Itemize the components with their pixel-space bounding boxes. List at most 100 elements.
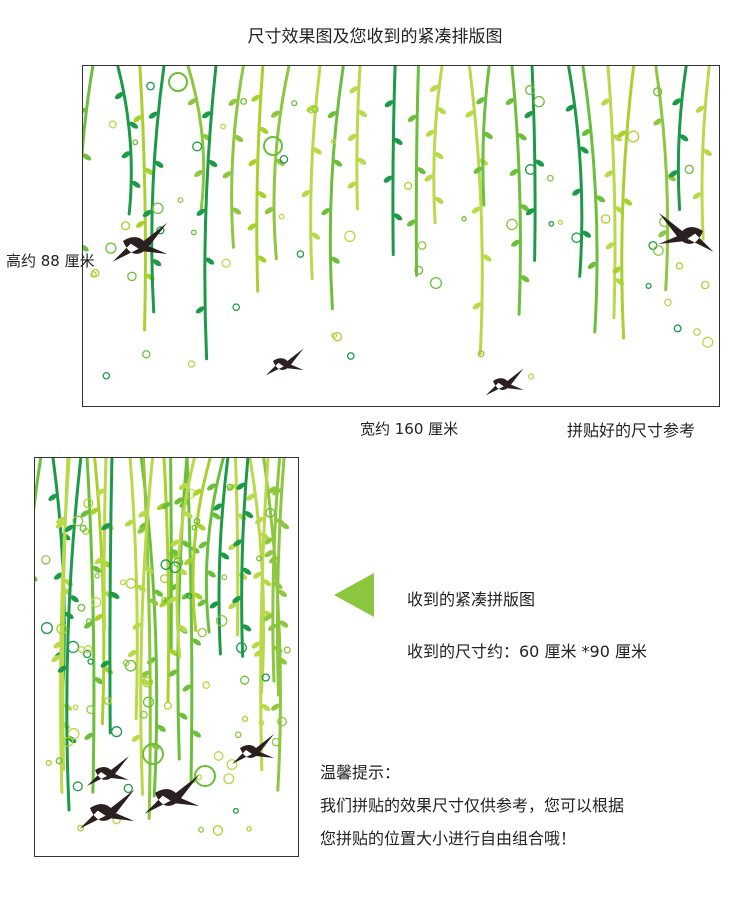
sheet-preview-frame — [34, 457, 299, 857]
height-label: 高约 88 厘米 — [6, 252, 95, 270]
swallow-bird-icon — [485, 368, 524, 396]
vine-leaf — [114, 92, 124, 100]
bubble-circle — [700, 280, 710, 290]
vine-leaf — [613, 134, 622, 142]
vine-leaf — [672, 98, 682, 106]
bubble-circle — [506, 218, 518, 231]
bubble-circle — [111, 726, 123, 738]
bubble-circle — [77, 646, 85, 654]
vine-stem — [139, 458, 154, 796]
bubble-circle — [173, 557, 184, 568]
vine-stem — [35, 458, 43, 512]
vine-stem — [176, 458, 189, 761]
vine-stem — [93, 458, 106, 726]
vine-leaf — [183, 511, 193, 519]
bubble-circle — [190, 229, 197, 236]
vine-leaf — [207, 483, 216, 491]
bubble-circle — [533, 95, 545, 108]
vine-leaf — [703, 148, 712, 157]
bubble-circle — [193, 517, 201, 525]
vine-leaf — [509, 168, 519, 176]
bubble-circle — [232, 303, 241, 312]
vine-stem — [700, 66, 711, 241]
vine-leaf — [197, 599, 207, 607]
vine-stem — [620, 66, 636, 340]
vine-stem — [128, 458, 139, 721]
bubble-circle — [84, 645, 93, 654]
vine-leaf — [184, 558, 193, 566]
bubble-circle — [142, 350, 151, 359]
bubble-circle — [142, 676, 154, 688]
swallow-bird-shape — [232, 734, 274, 764]
vine-leaf — [174, 497, 183, 505]
vine-leaf — [275, 158, 285, 166]
vine-leaf — [384, 100, 394, 108]
vine-leaf — [140, 670, 150, 678]
bubble-circle — [86, 705, 96, 715]
bubble-circle — [258, 719, 265, 726]
vine-leaf — [202, 111, 211, 119]
vine-stem — [116, 66, 133, 216]
vine-leaf — [196, 208, 206, 216]
vine-leaf — [518, 133, 527, 141]
bubble-circle — [56, 623, 68, 635]
vine-leaf — [596, 195, 606, 203]
bubble-circle — [528, 373, 535, 380]
vine-leaf — [268, 623, 277, 631]
vine-stem — [186, 66, 206, 211]
vine-leaf — [617, 130, 627, 138]
vine-stem — [138, 66, 147, 332]
vine-leaf — [101, 523, 111, 531]
vine-leaf — [80, 510, 90, 518]
swallow-bird-shape — [87, 756, 129, 786]
bubble-circle — [177, 197, 184, 204]
bubble-circle — [232, 807, 239, 814]
swallow-bird-icon — [232, 734, 274, 764]
bubble-circle — [283, 646, 291, 654]
vine-leaf — [178, 712, 188, 720]
vine-stem — [432, 66, 444, 225]
swallow-bird-icon — [658, 212, 714, 252]
vine-stem — [217, 458, 230, 656]
bubble-circle — [429, 276, 443, 290]
vine-leaf — [169, 648, 178, 657]
vine-leaf — [313, 147, 322, 155]
bubble-circle — [120, 221, 131, 231]
bubble-circle — [226, 759, 238, 771]
bubble-circle — [146, 81, 155, 91]
bubble-circle — [236, 642, 247, 654]
vine-leaf — [280, 522, 290, 530]
vine-leaf — [482, 254, 492, 262]
vine-leaf — [601, 98, 610, 106]
vine-leaf — [248, 159, 258, 167]
vine-stem — [85, 458, 96, 794]
swallow-bird-icon — [265, 348, 304, 376]
vine-leaf — [154, 160, 164, 168]
bubble-circle — [91, 268, 100, 278]
vine-leaf — [333, 159, 343, 167]
vine-leaf — [211, 512, 221, 520]
vine-leaf — [349, 86, 359, 94]
swallow-bird-shape — [112, 222, 168, 262]
vine-stem — [240, 458, 250, 658]
vine-leaf — [357, 157, 367, 165]
vine-stem — [530, 66, 537, 262]
vine-leaf — [301, 190, 311, 198]
vine-leaf — [383, 175, 393, 183]
vine-leaf — [473, 166, 483, 174]
bubble-circle — [277, 716, 287, 727]
vine-leaf — [57, 665, 67, 673]
vine-leaf — [524, 111, 534, 119]
vine-stem — [169, 458, 173, 650]
bubble-circle — [221, 258, 231, 268]
vine-stem — [59, 458, 71, 794]
bubble-circle — [202, 681, 211, 690]
swallow-bird-icon — [79, 789, 135, 829]
vine-stem — [141, 458, 152, 820]
vine-stem — [328, 66, 345, 311]
bubble-circle — [645, 282, 652, 289]
bubble-circle — [223, 773, 235, 785]
vine-leaf — [272, 488, 281, 496]
vine-stem — [271, 458, 282, 683]
vine-leaf — [83, 244, 89, 252]
